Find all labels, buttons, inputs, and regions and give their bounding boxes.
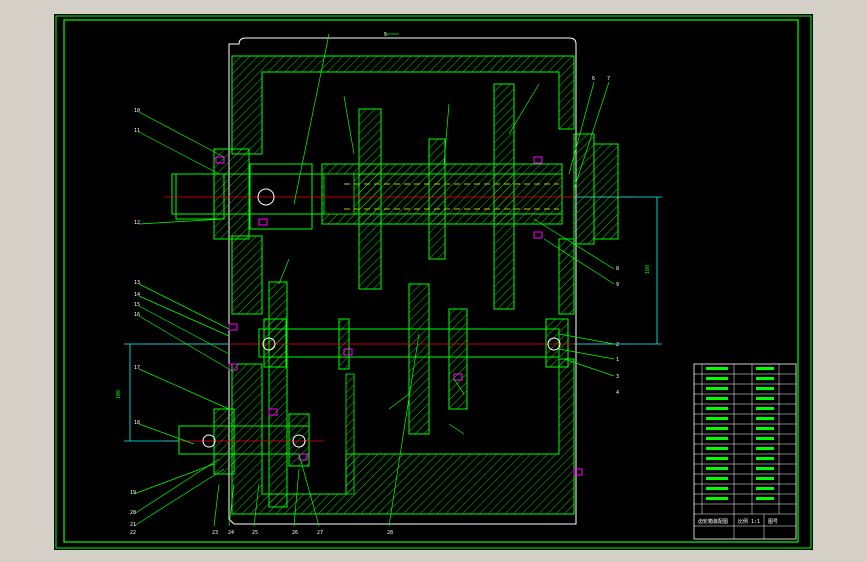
label-25: 25 <box>252 530 258 536</box>
housing-left-wall-mid <box>231 235 263 315</box>
title-block-entries <box>706 367 774 500</box>
label-15: 15 <box>134 302 140 308</box>
upper-left-bearing-cover <box>213 148 250 240</box>
label-3: 3 <box>616 374 619 380</box>
housing-right-wall <box>558 238 575 315</box>
label-16: 16 <box>134 312 140 318</box>
dimension-right <box>574 196 662 345</box>
label-12: 12 <box>134 220 140 226</box>
label-26: 26 <box>292 530 298 536</box>
inner-frame <box>63 19 799 543</box>
drawing-canvas: 180 100 <box>55 15 812 549</box>
title-block: 齿轮箱装配图 比例 1:1 图号 <box>693 363 797 540</box>
cad-viewport[interactable]: 180 100 <box>54 14 813 550</box>
label-11: 11 <box>134 128 140 134</box>
upper-right-cap <box>593 143 619 240</box>
gear-1 <box>358 108 382 290</box>
label-7: 7 <box>607 76 610 82</box>
label-28: 28 <box>387 530 393 536</box>
dimension-left-label: 100 <box>116 390 122 399</box>
output-bearing-left <box>213 408 235 475</box>
dimension-right-label: 180 <box>645 265 651 274</box>
lower-gear-left <box>268 281 288 508</box>
bottom-labels: 23 24 25 26 27 28 <box>212 530 393 536</box>
housing-outline <box>228 37 577 525</box>
left-labels: 10 11 12 13 14 15 16 17 18 19 20 21 22 <box>130 108 140 536</box>
label-9: 9 <box>616 282 619 288</box>
label-1: 1 <box>616 357 619 363</box>
label-8: 8 <box>616 266 619 272</box>
label-13: 13 <box>134 280 140 286</box>
fasteners <box>215 156 583 476</box>
label-23: 23 <box>212 530 218 536</box>
label-top: 5 <box>384 32 387 38</box>
lower-gear-mid <box>408 283 430 435</box>
housing-top-wall <box>231 55 575 155</box>
lower-gear-right <box>448 308 468 410</box>
label-4: 4 <box>616 390 619 396</box>
label-24: 24 <box>228 530 234 536</box>
label-21: 21 <box>130 522 136 528</box>
label-14: 14 <box>134 292 140 298</box>
title-block-footer-right: 图号 <box>768 519 778 525</box>
dimension-left <box>124 343 229 442</box>
bearing-details <box>202 188 561 448</box>
gear-2 <box>428 138 446 260</box>
title-block-footer-mid: 比例 1:1 <box>738 518 760 525</box>
upper-right-cover <box>573 133 595 245</box>
label-2: 2 <box>616 342 619 348</box>
upper-shaft-hub <box>323 173 355 215</box>
label-22: 22 <box>130 530 136 536</box>
output-bearing-right <box>288 413 310 467</box>
label-18: 18 <box>134 420 140 426</box>
title-block-footer-left: 齿轮箱装配图 <box>698 518 728 525</box>
right-labels: 6 7 8 9 2 1 3 4 <box>592 76 619 396</box>
label-19: 19 <box>130 490 136 496</box>
inner-rib <box>345 373 355 495</box>
outer-frame <box>55 15 812 549</box>
gear-3 <box>493 83 515 310</box>
label-10: 10 <box>134 108 140 114</box>
label-17: 17 <box>134 365 140 371</box>
lower-right-bearing <box>545 318 569 368</box>
label-20: 20 <box>130 510 136 516</box>
leader-lines <box>133 33 615 527</box>
upper-left-bearing <box>249 163 313 230</box>
housing-bottom-wall <box>231 358 575 515</box>
label-6: 6 <box>592 76 595 82</box>
label-27: 27 <box>317 530 323 536</box>
